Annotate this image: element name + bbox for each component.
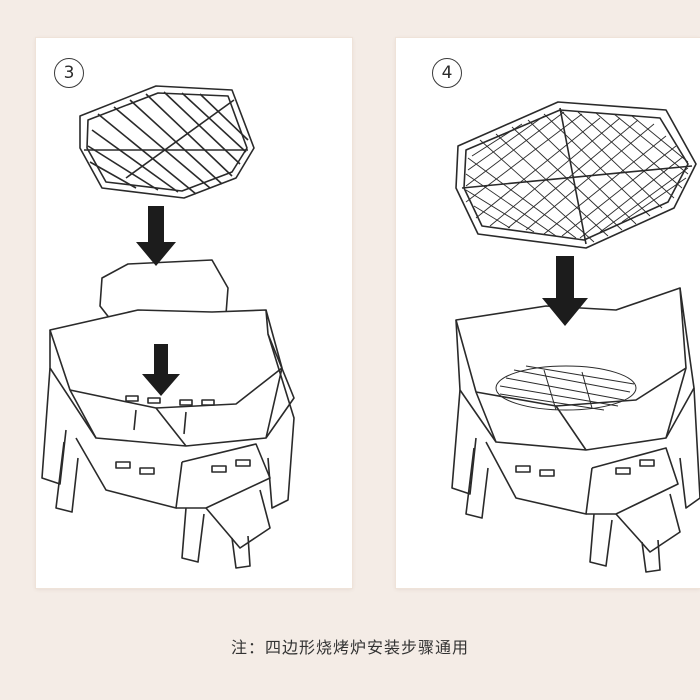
stove-body [452, 288, 700, 572]
step-3-illustration [36, 38, 352, 588]
step-3-panel: 3 [36, 38, 352, 588]
step-4-panel: 4 [396, 38, 700, 588]
mesh-grill-grate [456, 102, 696, 248]
grill-grate [80, 86, 254, 198]
installation-note: 注：四边形烧烤炉安装步骤通用 [0, 634, 700, 658]
step-4-illustration [396, 38, 700, 588]
down-arrow-icon [136, 206, 176, 266]
